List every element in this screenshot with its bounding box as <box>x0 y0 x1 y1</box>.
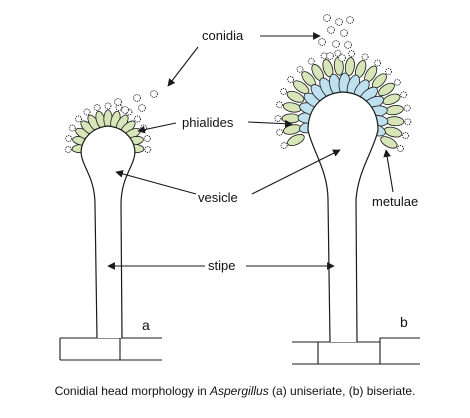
arrow-metulae <box>383 149 394 193</box>
arrow-phialides-a <box>137 122 177 134</box>
conidium <box>134 115 141 123</box>
conidium <box>318 38 326 46</box>
phialide <box>282 102 302 113</box>
arrow-vesicle-b <box>251 149 341 195</box>
arrow-phialides-b <box>247 119 293 128</box>
phialide <box>344 57 355 76</box>
label-panel-b: b <box>400 314 408 330</box>
vesicle-a <box>80 125 136 339</box>
conidium <box>340 29 348 37</box>
substrate-hyphae <box>59 337 420 365</box>
conidium <box>400 91 408 99</box>
conidium <box>403 104 411 112</box>
conidium <box>296 65 304 73</box>
conidium <box>404 118 412 126</box>
pointer-arrows <box>107 32 394 270</box>
conidium <box>68 124 76 132</box>
conidium <box>346 16 354 24</box>
conidium <box>334 49 342 57</box>
conidium <box>320 52 328 60</box>
conidium <box>115 104 123 111</box>
conidium <box>374 59 382 67</box>
conidium <box>65 135 73 142</box>
phialide <box>292 80 310 95</box>
phialide <box>385 116 405 127</box>
conidiophore-b <box>274 14 412 343</box>
conidium <box>275 101 283 109</box>
conidium <box>361 53 369 61</box>
conidium <box>64 146 72 153</box>
conidium <box>75 115 82 123</box>
vesicle-b <box>307 91 379 343</box>
conidium <box>385 68 392 76</box>
conidium <box>396 145 404 152</box>
label-metulae: metulae <box>372 194 418 209</box>
conidium <box>402 132 410 140</box>
arrow-conidia-a <box>167 46 199 87</box>
conidium <box>93 104 101 111</box>
conidium <box>280 88 288 95</box>
caption-text-after: (a) uniseriate, (b) biseriate. <box>268 384 416 398</box>
conidium <box>323 14 331 22</box>
conidium <box>144 146 152 153</box>
phialides-b <box>281 56 405 149</box>
label-vesicle: vesicle <box>198 190 238 205</box>
conidium <box>344 41 352 49</box>
conidium <box>280 142 288 149</box>
conidium <box>276 128 284 136</box>
conidium <box>83 108 91 116</box>
phialide <box>286 90 305 103</box>
phialide <box>287 134 305 146</box>
conidium <box>326 52 334 60</box>
conidium <box>393 78 401 86</box>
caption-genus: Aspergillus <box>210 384 269 398</box>
conidium <box>133 94 141 102</box>
phialide <box>333 56 344 76</box>
phialide <box>281 113 301 124</box>
phialide <box>378 82 395 97</box>
conidium <box>143 135 151 142</box>
conidium <box>287 76 295 83</box>
label-phialides: phialides <box>182 115 234 130</box>
phialide <box>380 136 398 149</box>
conidium <box>348 50 356 58</box>
conidium <box>104 102 112 110</box>
conidium <box>335 18 343 26</box>
conidia-a <box>64 90 158 153</box>
arrow-vesicle-a <box>115 170 197 195</box>
caption-text-before: Conidial head morphology in <box>54 384 210 398</box>
conidium <box>338 54 346 62</box>
conidia-b <box>274 14 412 152</box>
conidium <box>327 26 335 34</box>
conidium <box>274 115 282 122</box>
conidium <box>114 98 122 106</box>
label-panel-a: a <box>142 317 150 333</box>
label-stipe: stipe <box>208 258 235 273</box>
figure-caption: Conidial head morphology in Aspergillus … <box>0 384 470 398</box>
label-conidia: conidia <box>202 28 244 43</box>
conidium <box>121 106 129 114</box>
phialide <box>385 105 404 116</box>
conidiophore-a <box>64 90 158 339</box>
conidium <box>138 104 146 112</box>
conidium <box>150 90 158 98</box>
conidium <box>332 40 340 48</box>
conidium <box>307 57 315 65</box>
